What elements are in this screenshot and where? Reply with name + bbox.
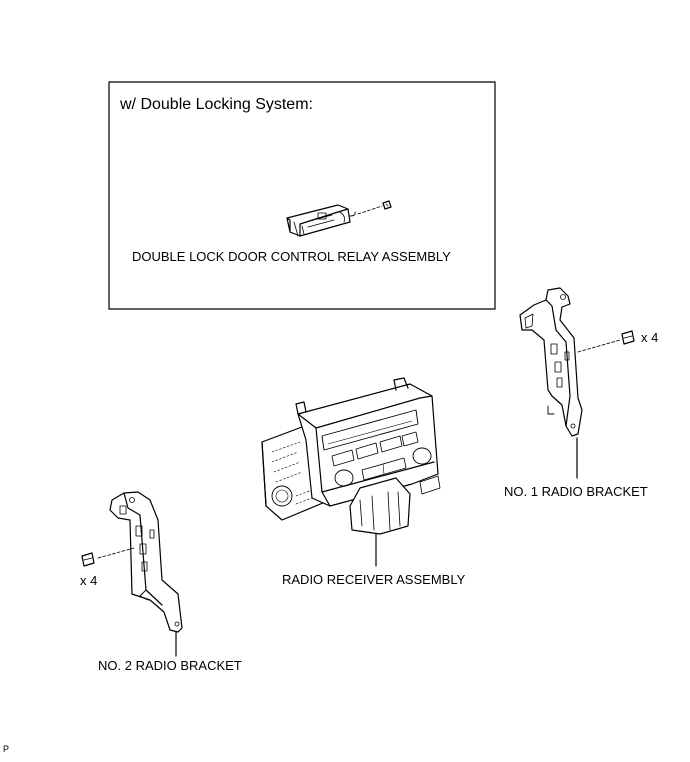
no2-bracket-label: NO. 2 RADIO BRACKET [98,658,242,673]
no1-screw-icon [621,330,635,345]
receiver-label: RADIO RECEIVER ASSEMBLY [282,572,466,587]
no1-radio-bracket [519,287,635,479]
no1-screw-quantity: x 4 [641,330,659,345]
no2-screw-quantity: x 4 [80,573,98,588]
corner-code: P [3,744,10,754]
inset-title: w/ Double Locking System: [120,96,313,113]
no2-radio-bracket [81,491,183,657]
relay-screw-icon [382,200,392,210]
relay-assembly-label: DOUBLE LOCK DOOR CONTROL RELAY ASSEMBLY [132,249,451,264]
no2-screw-icon [81,552,95,567]
double-lock-relay-assembly [286,200,392,237]
inset-frame [108,81,496,310]
radio-receiver-assembly [261,377,441,567]
no1-bracket-label: NO. 1 RADIO BRACKET [504,484,648,499]
